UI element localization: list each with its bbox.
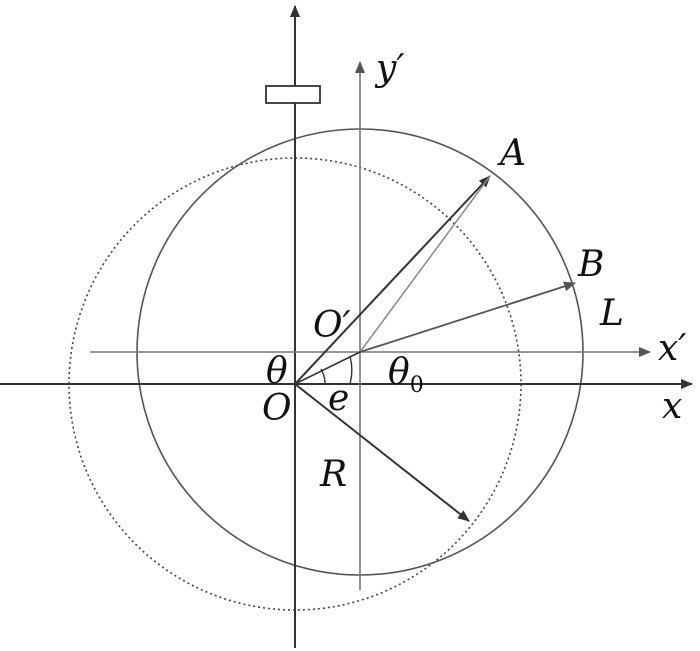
eccentricity-segment <box>294 351 361 385</box>
label-theta0: θ0 <box>388 352 424 398</box>
theta0-angle-arc <box>349 355 353 385</box>
label-theta: θ <box>266 351 288 392</box>
sensor-rectangle <box>265 85 321 104</box>
radius-vector-R <box>294 383 470 522</box>
label-R: R <box>319 454 347 495</box>
label-O: O <box>262 388 292 429</box>
label-O-prime: O′ <box>313 305 351 346</box>
label-theta0-base: θ <box>388 352 410 393</box>
theta-angle-arc <box>320 368 326 385</box>
label-x: x <box>662 386 682 427</box>
vector-OprimeB <box>359 281 576 353</box>
label-B: B <box>577 244 604 285</box>
vector-OA <box>294 175 491 385</box>
label-e: e <box>328 378 349 419</box>
label-y-prime: y′ <box>374 48 405 89</box>
vector-OprimeA <box>359 175 491 353</box>
label-A: A <box>497 133 526 174</box>
label-theta0-sub: 0 <box>410 373 424 398</box>
label-x-prime: x′ <box>658 328 686 369</box>
label-L: L <box>599 293 624 334</box>
